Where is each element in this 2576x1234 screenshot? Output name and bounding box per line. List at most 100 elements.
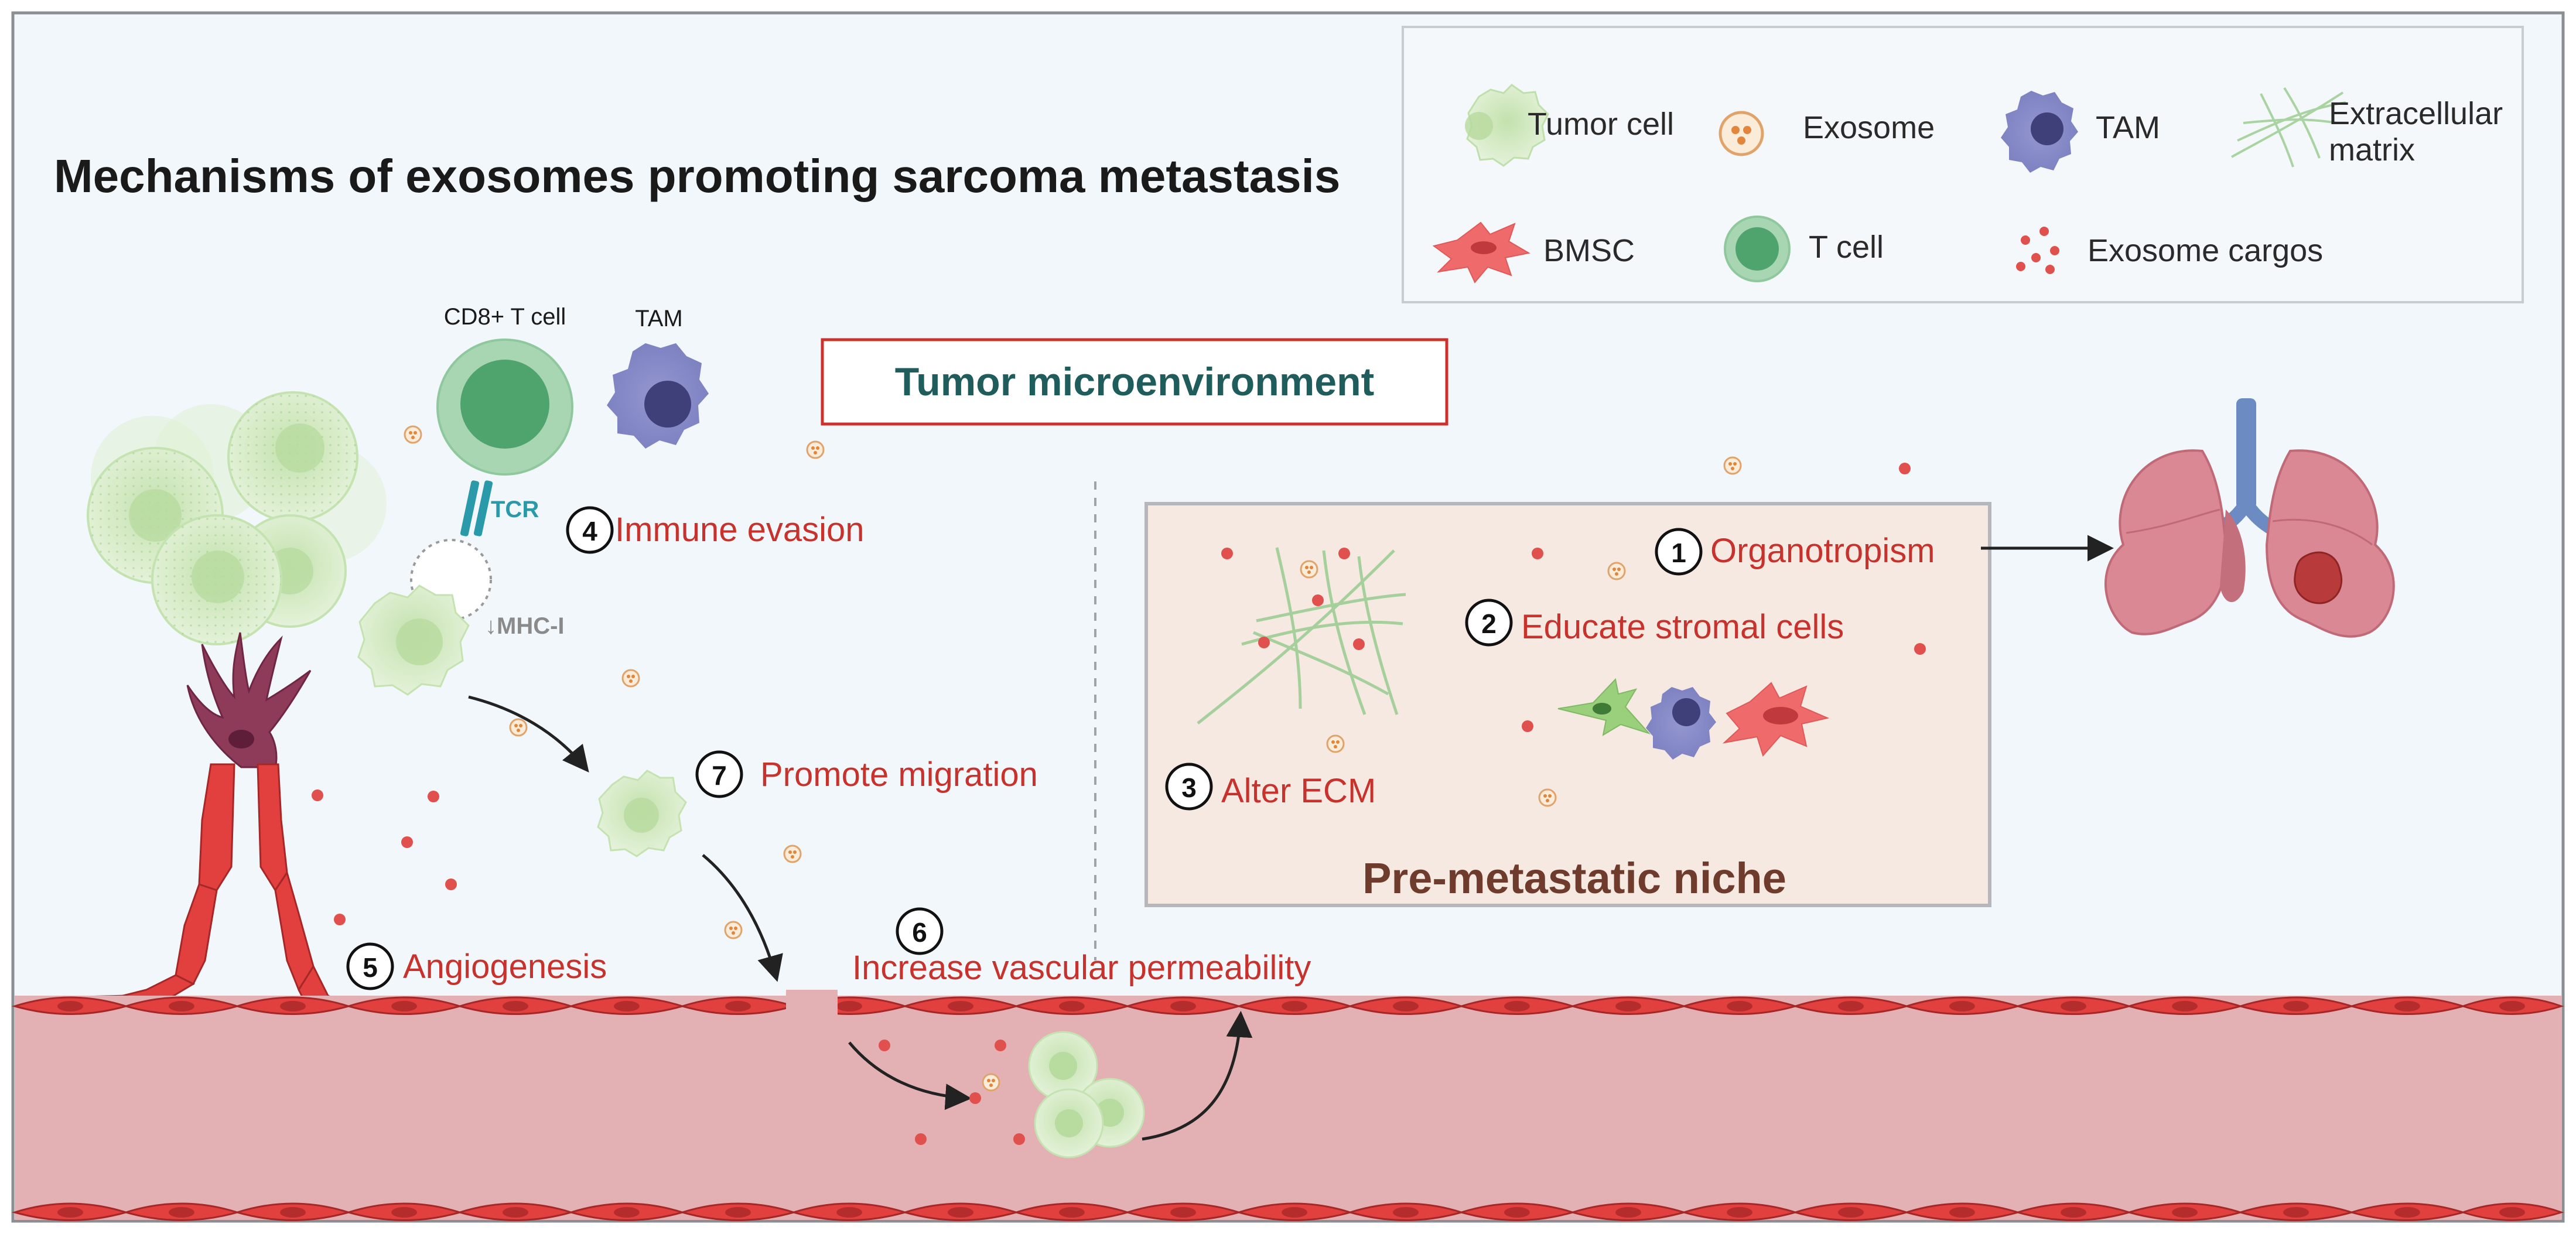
- endothelial-cell: [345, 1202, 463, 1221]
- intravasation-arrow: [848, 1041, 972, 1110]
- exosome: [1300, 560, 1318, 579]
- niche-bmsc-cell: [1722, 682, 1830, 757]
- tumor-microenvironment-label: Tumor microenvironment: [895, 360, 1375, 404]
- endothelial-cell: [1792, 1202, 1910, 1221]
- exosome: [806, 440, 825, 459]
- exosome-cargo: [995, 1040, 1006, 1051]
- exosome: [724, 921, 743, 939]
- legend-tumor-cell-icon: [1465, 84, 1549, 167]
- step-1: 1 Organotropism: [1655, 528, 1935, 576]
- evading-tumor-cell: [357, 584, 470, 696]
- step-4-number-circle: [566, 506, 614, 554]
- endothelial-cell: [1235, 996, 1354, 1015]
- pre-metastatic-niche-box: [1144, 502, 1991, 907]
- exosome: [509, 718, 528, 737]
- niche-tam-cell: [1646, 687, 1716, 760]
- tam-cell: [607, 343, 709, 449]
- exosome: [982, 1073, 1000, 1092]
- step-3-number-circle: [1165, 763, 1213, 811]
- pre-metastatic-niche-label: Pre-metastatic niche: [1362, 854, 1786, 903]
- endothelial-cell: [1347, 1202, 1465, 1221]
- endothelial-cell: [1458, 996, 1576, 1015]
- exosome: [621, 669, 640, 688]
- step-1-label: Organotropism: [1710, 532, 1935, 570]
- exosome-cargo: [401, 836, 413, 848]
- legend-exosome-cargos-icon: [2016, 227, 2059, 274]
- exosome-cargo: [1338, 548, 1350, 559]
- exosome-cargo: [445, 879, 457, 890]
- exosome: [1538, 788, 1557, 807]
- endothelial-cell: [456, 996, 575, 1015]
- endothelial-cell: [2348, 996, 2466, 1015]
- exosome-cargo: [1312, 594, 1324, 606]
- diagram-title: Mechanisms of exosomes promoting sarcoma…: [54, 150, 1340, 202]
- extravasation-arrow: [1142, 1011, 1253, 1141]
- step-2: 2 Educate stromal cells: [1465, 599, 1844, 647]
- exosome-cargo: [1013, 1133, 1025, 1145]
- step-1-number: 1: [1671, 538, 1686, 568]
- legend-ecm-icon: [2231, 87, 2346, 168]
- step-5-label: Angiogenesis: [403, 948, 607, 986]
- legend-exosome-cargos-label: Exosome cargos: [2088, 233, 2323, 268]
- scattered-cargos: [312, 463, 1926, 1145]
- step-6-number-circle: [896, 907, 944, 955]
- step-1-number-circle: [1655, 528, 1703, 576]
- endothelial-cell: [901, 996, 1020, 1015]
- migrating-tumor-cell: [597, 770, 687, 857]
- exosome-cargo: [1221, 548, 1233, 559]
- mhc-label: ↓MHC-I: [485, 613, 565, 639]
- endothelial-cell: [122, 1202, 241, 1221]
- exosome-cargo: [915, 1133, 927, 1145]
- tcr-receptor: [460, 480, 493, 536]
- endothelial-cell: [2460, 1202, 2564, 1221]
- endothelial-cell: [1013, 996, 1131, 1015]
- scattered-exosomes: [404, 425, 1742, 1092]
- legend-tam-icon: [2001, 91, 2078, 173]
- fibroblast-cell: [1557, 678, 1651, 737]
- exosome-cargo: [1258, 637, 1270, 648]
- step-3: 3 Alter ECM: [1165, 763, 1376, 811]
- step-5: 5 Angiogenesis: [346, 942, 607, 990]
- step-4: 4 Immune evasion: [566, 506, 865, 554]
- endothelial-cell: [456, 1202, 575, 1221]
- legend-exosome-icon: [1719, 111, 1764, 156]
- step-6: 6 Increase vascular permeability: [852, 907, 1311, 987]
- step-7-label: Promote migration: [760, 756, 1038, 794]
- cd8-t-cell: [436, 339, 573, 476]
- tam-label: TAM: [635, 306, 682, 331]
- exosome-cargo: [879, 1040, 890, 1051]
- step-7-number-circle: [695, 750, 743, 798]
- legend-tumor-cell-label: Tumor cell: [1528, 107, 1674, 142]
- exosome-cargo: [312, 789, 323, 801]
- legend-tam-label: TAM: [2096, 110, 2160, 145]
- exosome: [1326, 734, 1345, 753]
- legend-t-cell-label: T cell: [1809, 230, 1884, 265]
- exosome: [1607, 562, 1626, 580]
- intravascular-tumor-cluster: [1028, 1031, 1145, 1158]
- exosome: [1723, 456, 1742, 475]
- tumor-microenvironment-box: [821, 338, 1448, 426]
- legend-box: [1402, 26, 2524, 303]
- angiogenic-tip-cell: [186, 632, 312, 768]
- step-4-label: Immune evasion: [615, 511, 865, 549]
- exosome-cargo: [428, 791, 439, 802]
- step-4-number: 4: [582, 516, 597, 546]
- legend-t-cell-icon: [1724, 216, 1791, 282]
- legend-ecm-label-1: Extracellular: [2329, 96, 2503, 131]
- tumor-cell-cluster: [87, 391, 387, 645]
- exosome-cargo: [1899, 463, 1911, 474]
- endothelial-cell: [345, 996, 463, 1015]
- exosome-cargo: [1353, 638, 1365, 650]
- exosome-cargo: [969, 1092, 981, 1104]
- exosome-cargo: [1914, 643, 1926, 655]
- endothelial-cell: [1458, 1202, 1576, 1221]
- exosome: [783, 845, 802, 863]
- migration-arrow-2: [702, 854, 783, 982]
- step-2-number: 2: [1481, 609, 1497, 639]
- endothelial-cell: [2460, 996, 2564, 1015]
- step-3-label: Alter ECM: [1221, 772, 1376, 810]
- lungs: [2104, 398, 2395, 638]
- legend-exosome-label: Exosome: [1803, 110, 1935, 145]
- exosome-cargo: [1522, 720, 1533, 732]
